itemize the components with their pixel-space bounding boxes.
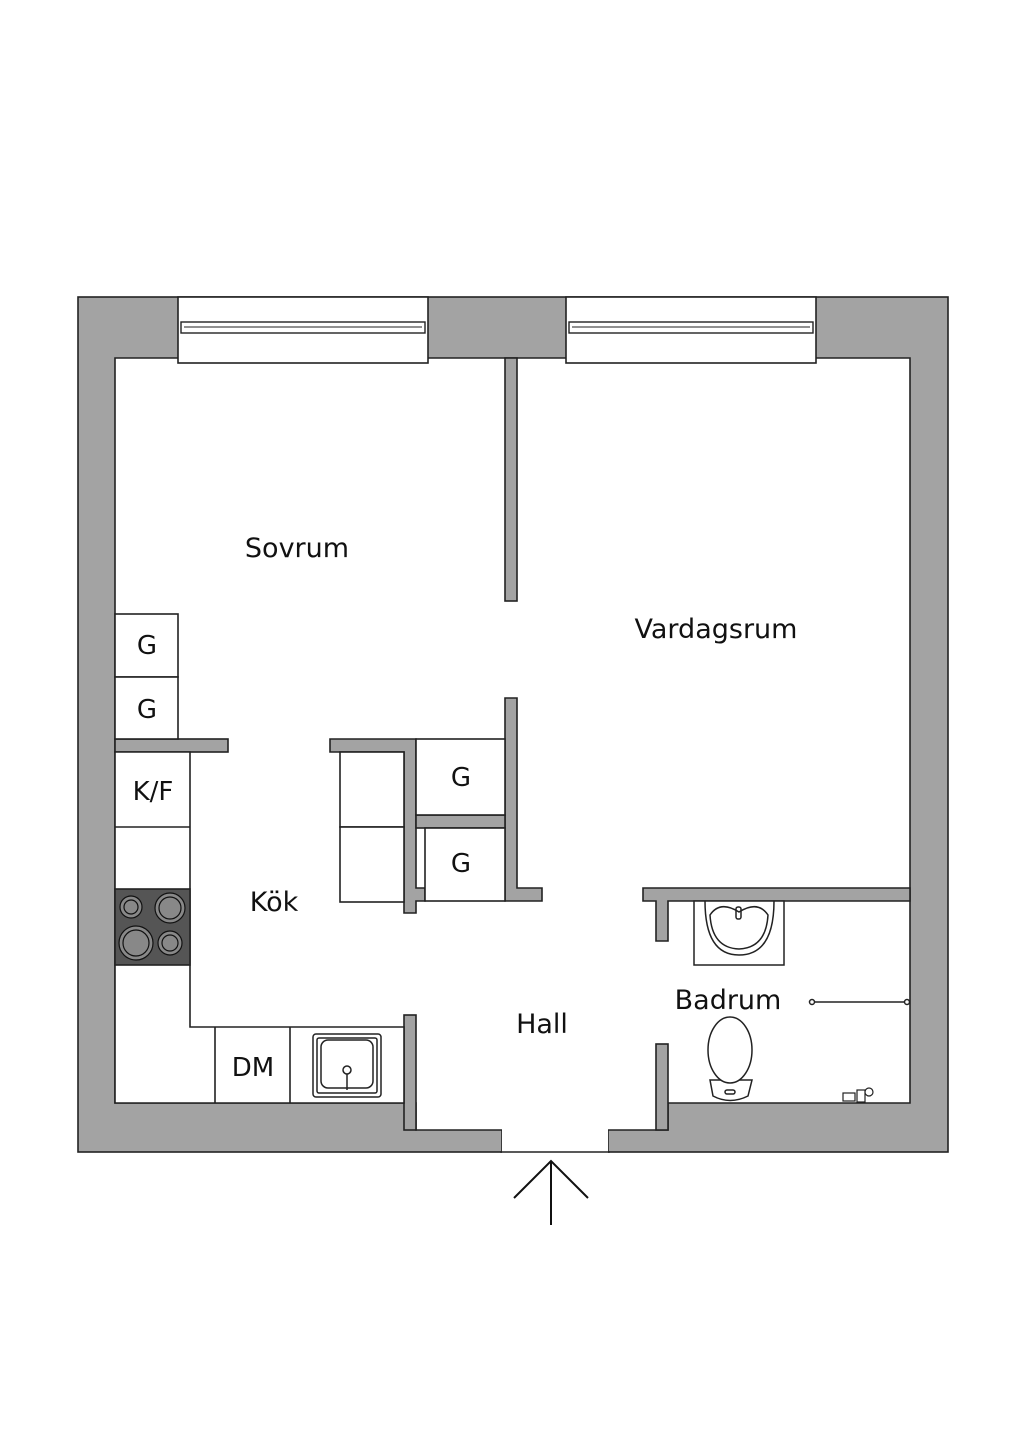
- wardrobe-label: G: [451, 763, 471, 793]
- wardrobe-label: G: [451, 849, 471, 879]
- fridge-freezer-label: K/F: [133, 777, 174, 807]
- kitchen-sink-icon: [312, 1033, 382, 1098]
- wardrobe-label: G: [137, 631, 157, 661]
- towel-rail-icon: [808, 998, 911, 1006]
- wardrobe-sovrum-2: G: [114, 676, 179, 740]
- wardrobe-sovrum-1: G: [114, 613, 179, 678]
- dishwasher-label: DM: [232, 1053, 274, 1083]
- room-label-sovrum: Sovrum: [245, 533, 349, 564]
- room-label-vardagsrum: Vardagsrum: [635, 614, 798, 645]
- window-sovrum: [177, 296, 429, 364]
- wardrobe-hall-1: G: [415, 738, 506, 816]
- washbasin-icon: [693, 900, 785, 966]
- wardrobe-label: G: [137, 695, 157, 725]
- entrance-arrow-icon: [513, 1159, 589, 1225]
- stove-icon: [114, 888, 191, 966]
- room-label-kok: Kök: [250, 887, 299, 918]
- closet-kitchen: [339, 751, 405, 903]
- kitchen-counter: [114, 751, 405, 1104]
- entrance-opening: [502, 1128, 608, 1154]
- floor-drain-icon: [842, 1087, 874, 1103]
- window-vardagsrum: [565, 296, 817, 364]
- room-label-hall: Hall: [516, 1009, 568, 1040]
- room-label-badrum: Badrum: [675, 985, 782, 1016]
- toilet-icon: [707, 1016, 753, 1102]
- wardrobe-hall-2: G: [424, 827, 506, 902]
